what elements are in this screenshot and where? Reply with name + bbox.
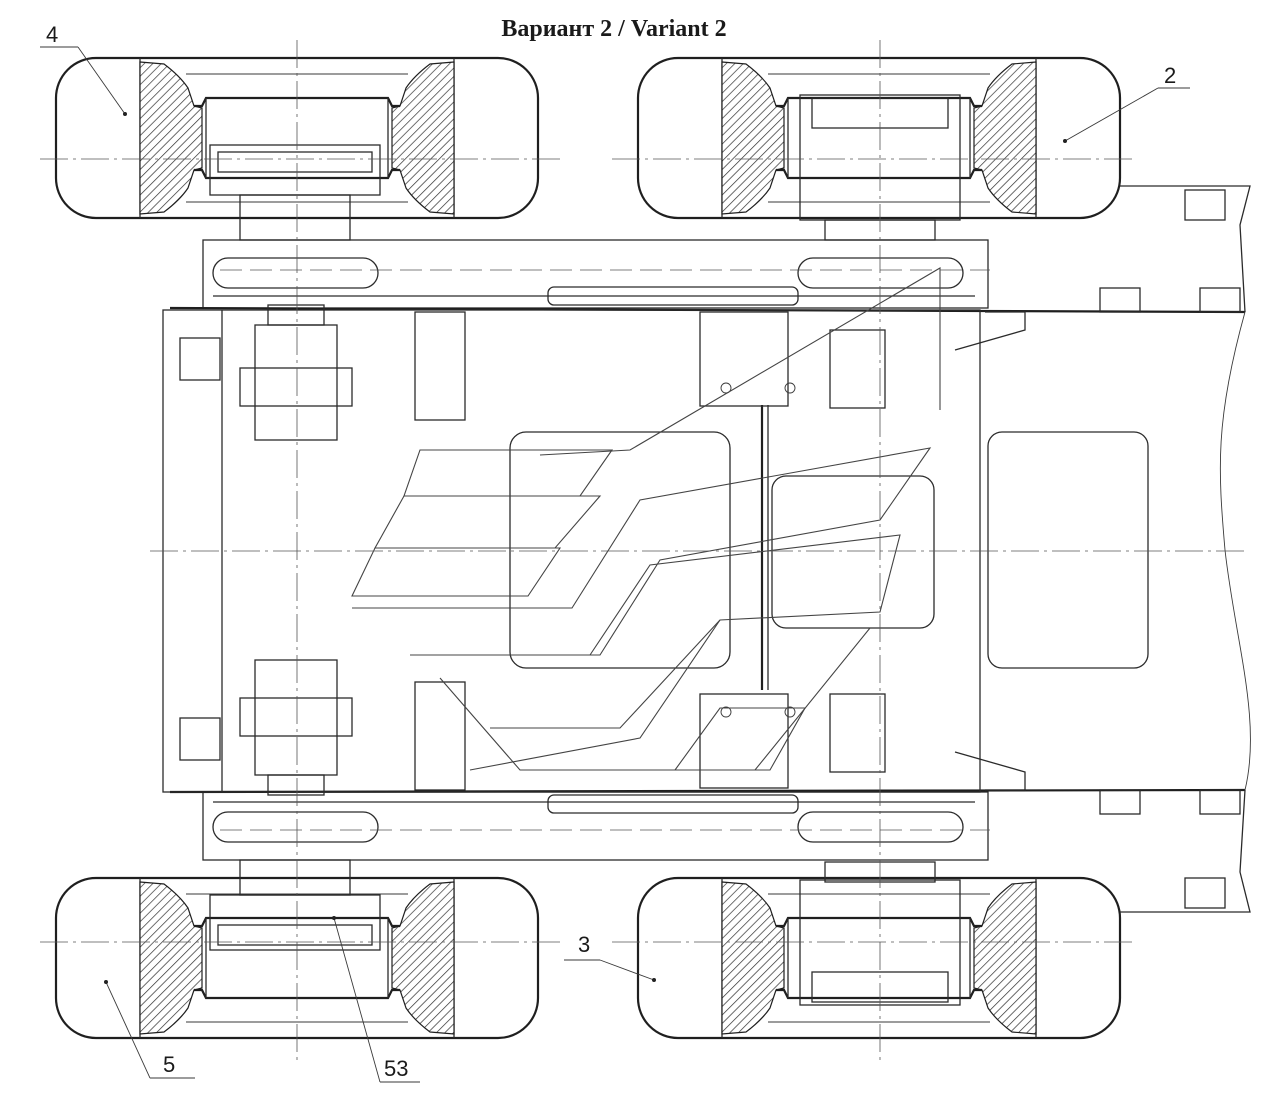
hub-assemblies [209,94,961,1006]
callout-2: 2 [1164,63,1176,88]
callout-leaders [40,46,1190,1083]
frame-rails [169,239,1246,861]
emblem-watermark [351,267,941,771]
callout-53: 53 [384,1056,408,1081]
drawing-title: Вариант 2 / Variant 2 [501,16,727,42]
centerlines [40,40,1245,1060]
callout-3: 3 [578,932,590,957]
tow-bracket [954,185,1251,913]
callout-5: 5 [163,1052,175,1077]
gearboxes [179,304,353,796]
wheel-front-right [636,56,1122,220]
wheel-rear-right [636,876,1122,1040]
callout-4: 4 [46,22,58,47]
